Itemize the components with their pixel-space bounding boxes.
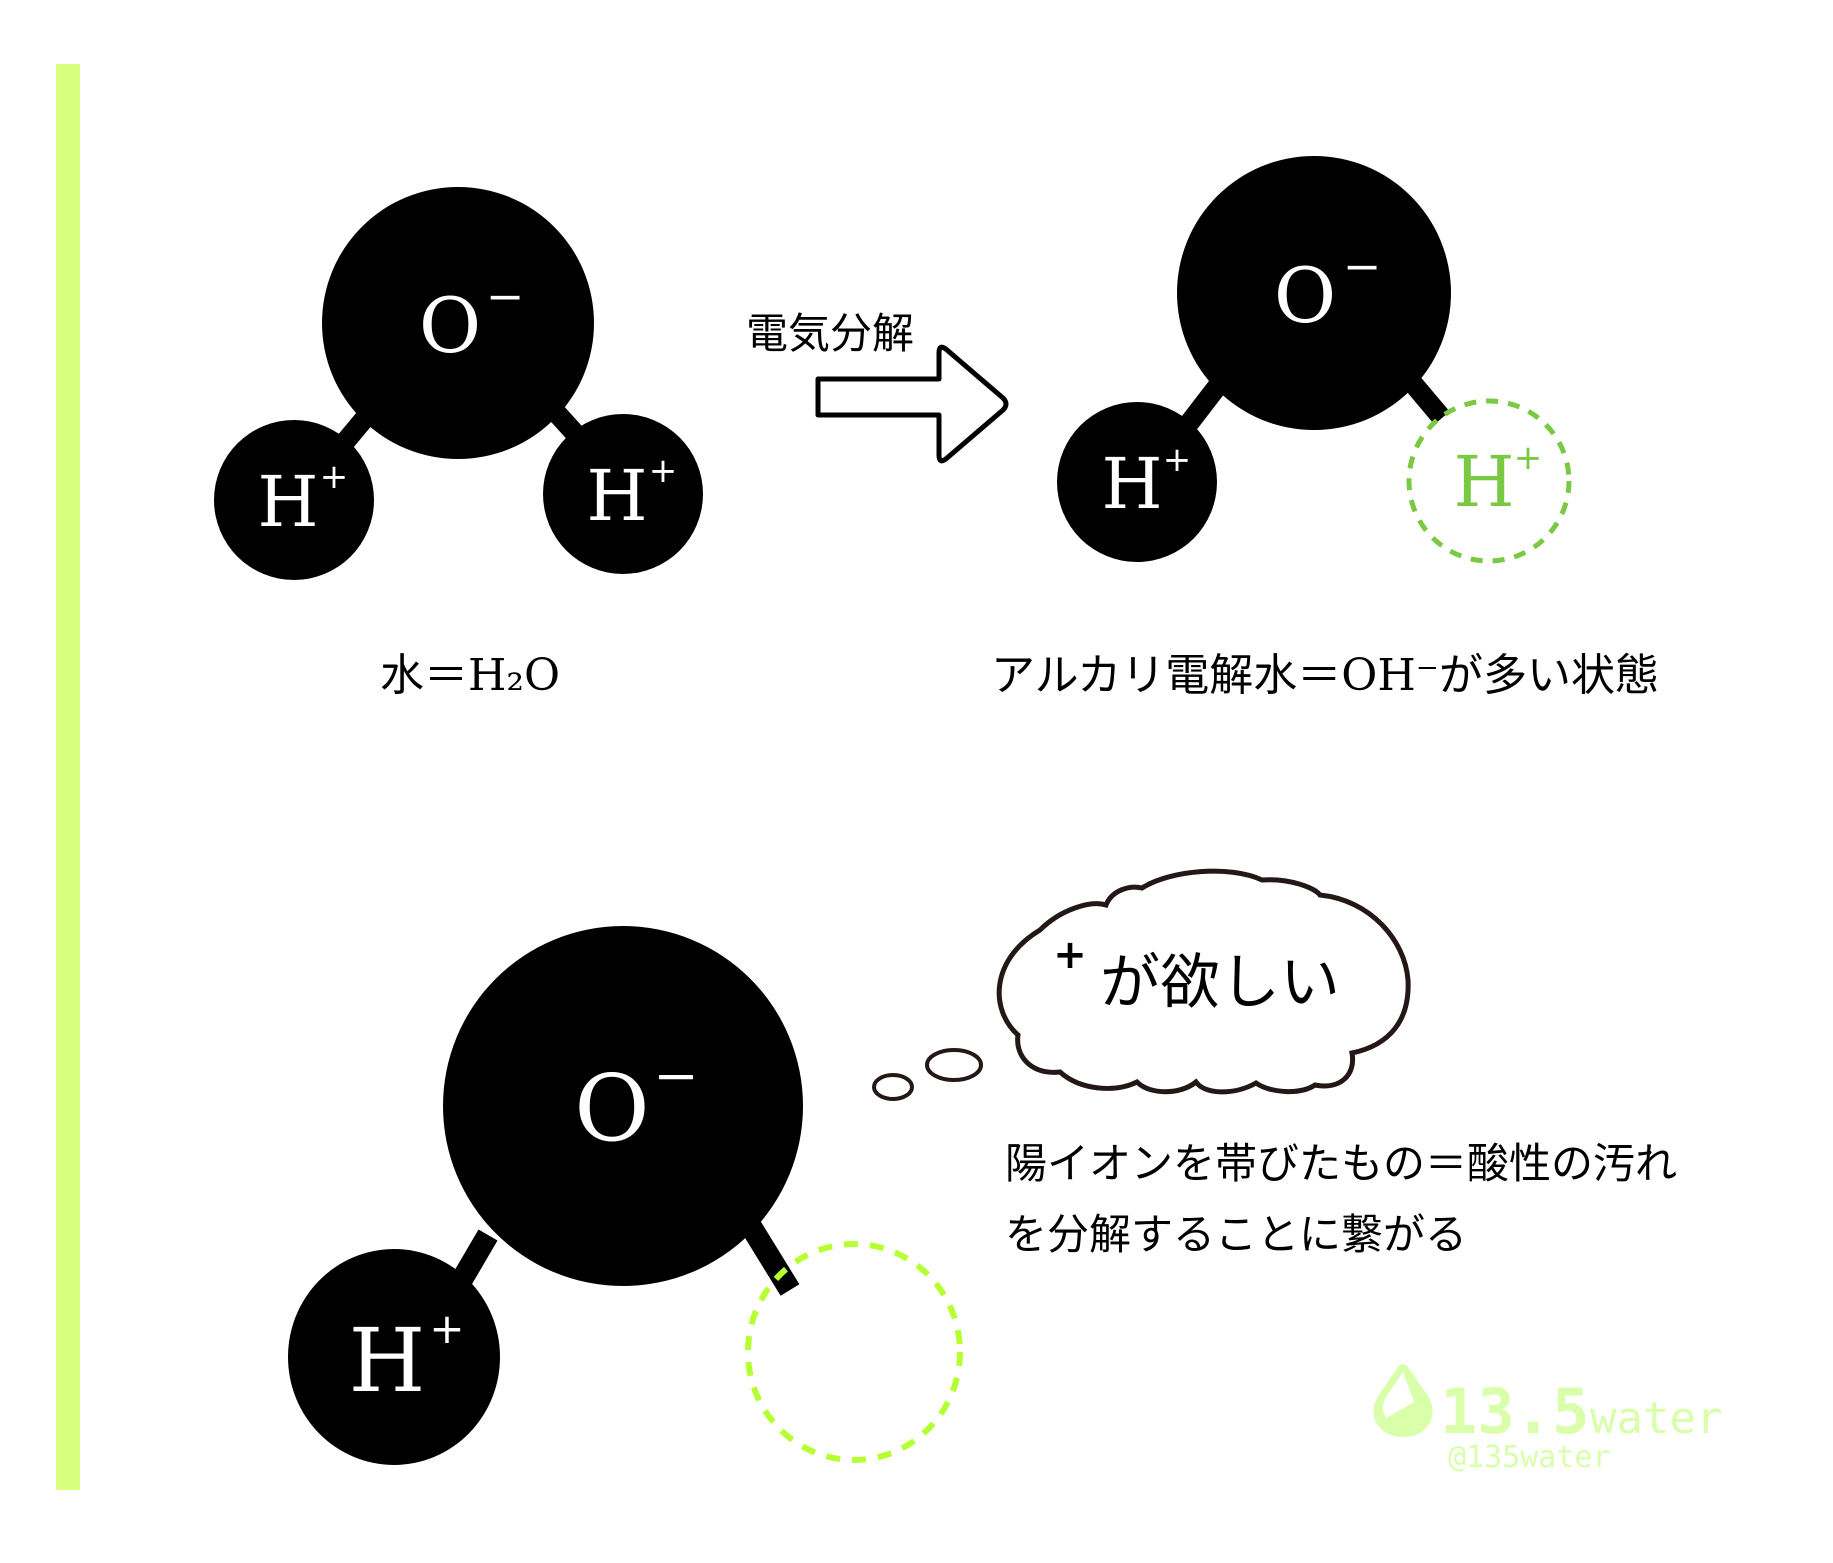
missing-hydrogen-outline bbox=[1406, 398, 1572, 564]
oxygen-symbol: O bbox=[419, 281, 481, 370]
bond-right bbox=[740, 1219, 800, 1296]
watermark-word: water bbox=[1590, 1393, 1722, 1444]
hydrogen-charge: + bbox=[1163, 440, 1192, 480]
thought-text: が欲しい bbox=[1100, 948, 1340, 1018]
hydroxide-molecule-large: O − H + bbox=[288, 926, 963, 1465]
explanation-line-2: を分解することに繋がる bbox=[1005, 1210, 1467, 1259]
accent-bar bbox=[56, 64, 80, 1490]
hydrogen-atom bbox=[288, 1249, 500, 1465]
hydrogen-charge: + bbox=[429, 1304, 464, 1353]
hydrogen-atom bbox=[1057, 402, 1217, 562]
oxygen-atom bbox=[322, 187, 594, 459]
water-drop-highlight bbox=[1383, 1372, 1414, 1418]
hydrogen-symbol: H bbox=[586, 455, 647, 537]
oxygen-charge: − bbox=[653, 1044, 698, 1107]
missing-hydrogen-outline bbox=[745, 1241, 963, 1463]
hydrogen-atom-right bbox=[543, 414, 703, 574]
explanation-line-1: 陽イオンを帯びたもの＝酸性の汚れ bbox=[1005, 1139, 1677, 1188]
thought-dot-large bbox=[925, 1048, 983, 1082]
missing-hydrogen-charge: + bbox=[1514, 438, 1543, 478]
hydrogen-charge: + bbox=[649, 451, 678, 491]
oxygen-symbol: O bbox=[1274, 251, 1336, 340]
oxygen-symbol: O bbox=[574, 1055, 649, 1162]
watermark: 13.5 water @135water bbox=[1373, 1364, 1722, 1475]
watermark-handle: @135water bbox=[1448, 1440, 1611, 1475]
missing-hydrogen-symbol: H bbox=[1453, 441, 1514, 523]
hydrogen-symbol: H bbox=[257, 461, 318, 543]
hydrogen-charge: + bbox=[320, 457, 349, 497]
hydrogen-symbol: H bbox=[349, 1309, 426, 1412]
electrolysis-label: 電気分解 bbox=[746, 309, 914, 358]
oxygen-charge: − bbox=[486, 269, 525, 323]
oxygen-atom bbox=[443, 926, 803, 1286]
thought-cloud bbox=[996, 868, 1411, 1095]
watermark-number: 13.5 bbox=[1440, 1375, 1589, 1448]
thought-dot-small bbox=[872, 1073, 914, 1101]
hydrogen-symbol: H bbox=[1101, 443, 1162, 525]
water-molecule: O − H + H + bbox=[214, 187, 703, 580]
hydroxide-molecule: O − H + H + bbox=[1057, 156, 1572, 564]
hydrogen-atom-left bbox=[214, 420, 374, 580]
thought-bubble: + が欲しい bbox=[872, 868, 1411, 1101]
plus-sign: + bbox=[1053, 932, 1087, 978]
oxygen-atom bbox=[1177, 156, 1451, 430]
water-caption: 水＝H₂O bbox=[380, 650, 560, 701]
bond-right bbox=[1402, 373, 1450, 425]
arrow-right-icon bbox=[815, 344, 1009, 464]
oxygen-charge: − bbox=[1343, 239, 1382, 293]
alkaline-water-caption: アルカリ電解水＝OH⁻が多い状態 bbox=[991, 650, 1659, 701]
